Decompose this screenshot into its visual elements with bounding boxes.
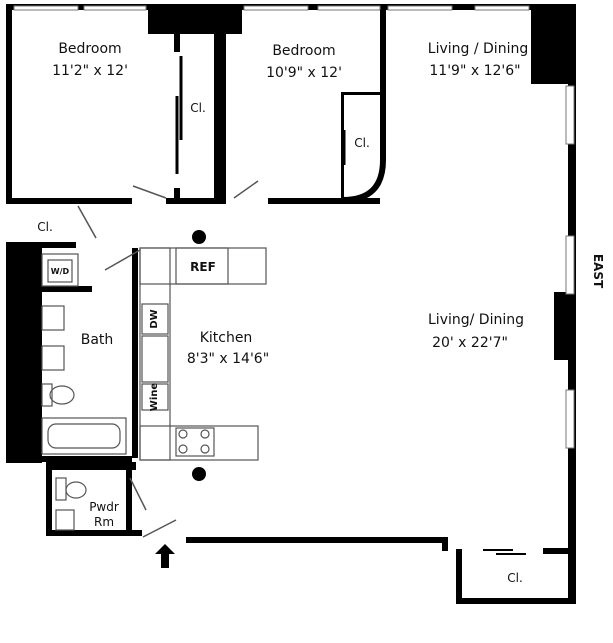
closet-label-hall: Cl. [37, 220, 53, 234]
column [192, 467, 206, 481]
column [192, 230, 206, 244]
room-name-bedroom-1: Bedroom [58, 41, 122, 57]
fixture-washer-dryer: W/D [50, 267, 70, 276]
room-name-kitchen: Kitchen [199, 330, 253, 346]
room-size-bedroom-1: 11'2" x 12' [52, 63, 128, 79]
door-swings [77, 180, 259, 538]
bath-fixtures [41, 253, 127, 531]
fixture-refrigerator: REF [190, 260, 216, 274]
entry-arrow-icon [155, 544, 175, 568]
room-name-living-north: Living / Dining [427, 41, 529, 57]
closet-doors [175, 56, 346, 174]
room-name-powder-line1: Pwdr [89, 500, 119, 514]
exterior-walls [6, 4, 576, 604]
fixture-dishwasher: DW [149, 309, 160, 329]
room-name-bath: Bath [80, 332, 114, 348]
room-size-living-north: 11'9" x 12'6" [429, 63, 521, 79]
interior-walls [6, 10, 386, 532]
fixture-wine: Wine [149, 382, 160, 412]
room-name-living-main: Living/ Dining [428, 312, 524, 328]
closet-label-living: Cl. [507, 571, 523, 585]
kitchen-counters [139, 247, 267, 461]
closet-label-bedroom-1: Cl. [190, 101, 206, 115]
closet-label-bedroom-2: Cl. [354, 136, 370, 150]
room-size-bedroom-2: 10'9" x 12' [266, 65, 342, 81]
room-size-kitchen: 8'3" x 14'6" [186, 351, 270, 367]
room-name-powder-line2: Rm [93, 515, 115, 529]
room-size-living-main: 20' x 22'7" [432, 335, 508, 351]
room-name-bedroom-2: Bedroom [272, 43, 336, 59]
orientation-label-east: EAST [591, 253, 605, 289]
windows [13, 5, 575, 449]
